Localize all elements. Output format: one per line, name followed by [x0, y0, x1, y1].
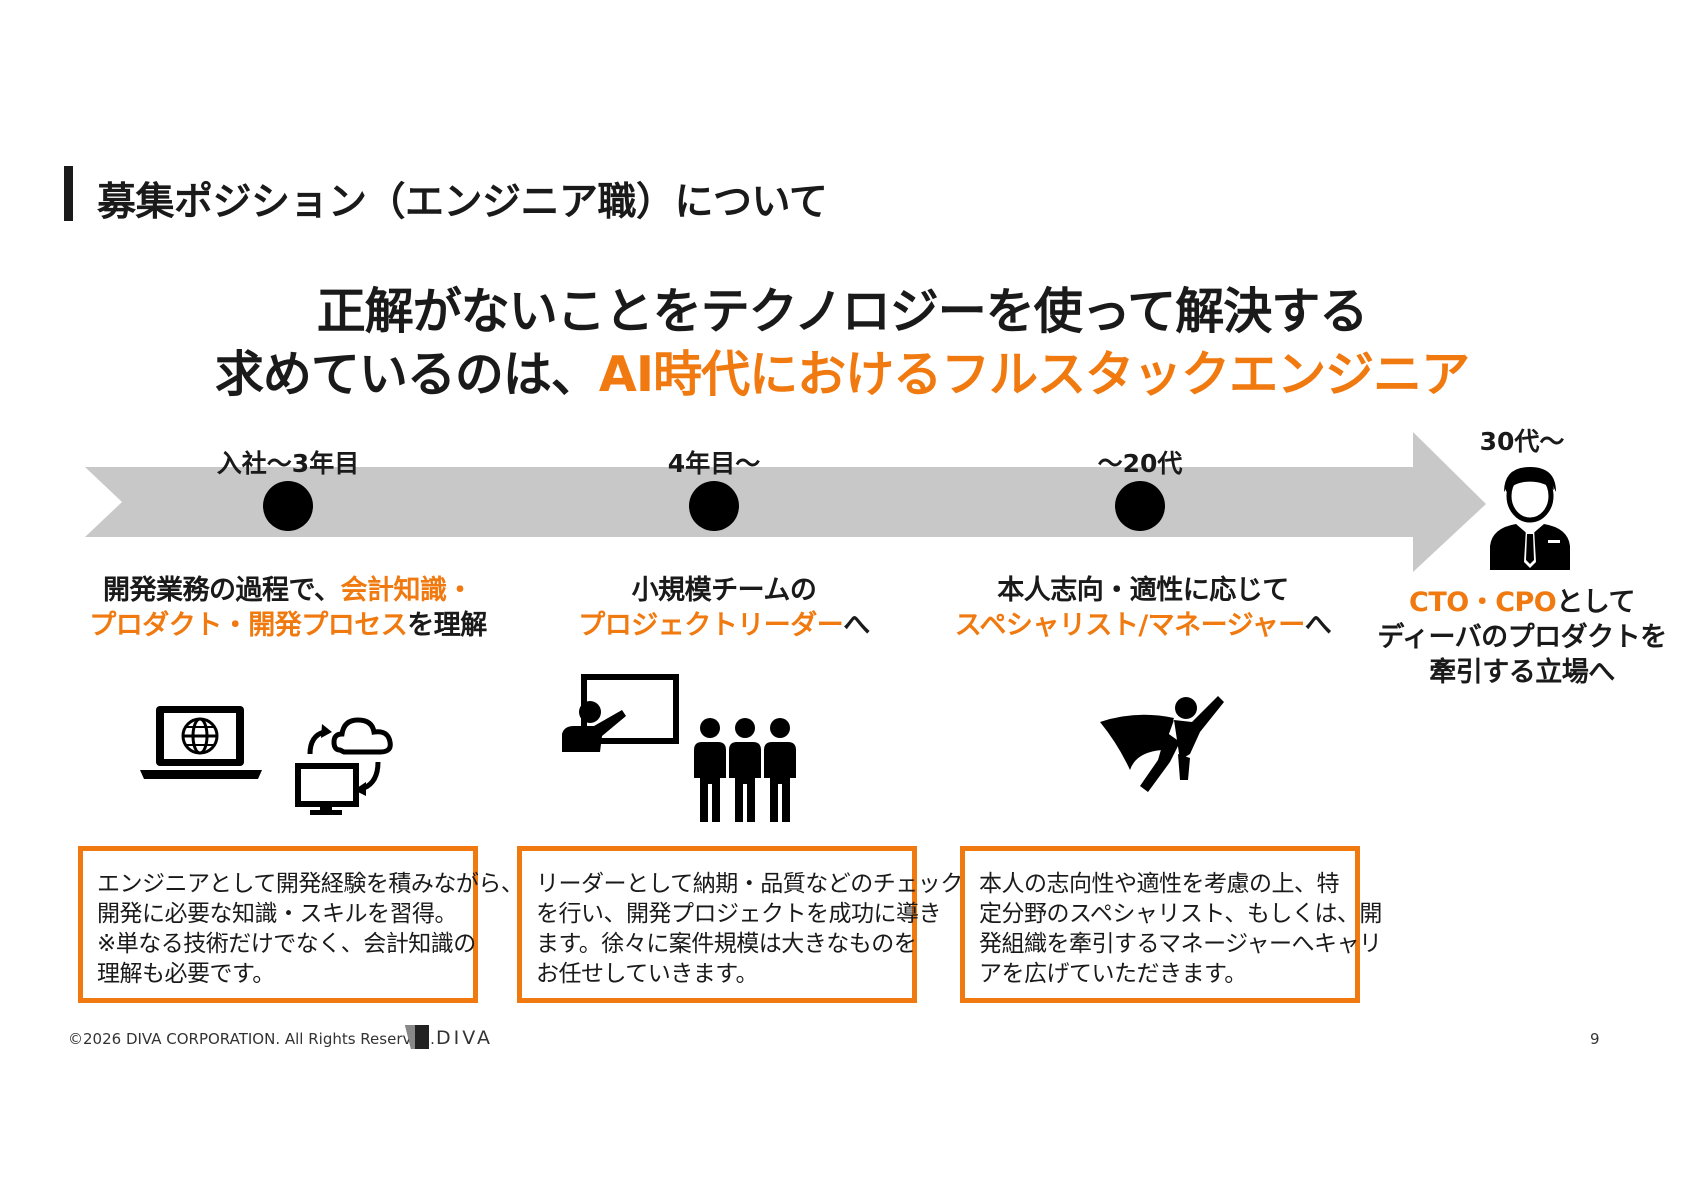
- stage-1-heading-highlight: 会計知識・: [340, 575, 473, 606]
- timeline-dot-2: [689, 481, 739, 531]
- stage-3-description-line: 定分野のスペシャリスト、もしくは、開: [979, 901, 1382, 927]
- team-icon: [694, 718, 796, 822]
- stage-3-heading-highlight: スペシャリスト/マネージャー: [954, 610, 1306, 641]
- header-accent-bar: [64, 166, 73, 221]
- headline-line-1: 正解がないことをテクノロジーを使って解決する: [316, 283, 1369, 340]
- timeline-dot-3: [1115, 481, 1165, 531]
- superhero-icon: [1100, 696, 1224, 792]
- stage-3-description-box: 本人の志向性や適性を考慮の上、特 定分野のスペシャリスト、もしくは、開 発組織を…: [960, 846, 1382, 1003]
- stage-2-label: 4年目〜: [667, 449, 761, 478]
- diva-logo-text: DIVA: [436, 1027, 494, 1049]
- stage-2-heading-plain-2: へ: [843, 610, 870, 641]
- stage-4-label: 30代〜: [1479, 427, 1565, 456]
- stage-4-heading-line-2: ディーバのプロダクトを: [1377, 622, 1667, 653]
- stage-3-description-line: アを広げていただきます。: [979, 961, 1247, 987]
- stage-3-description-line: 本人の志向性や適性を考慮の上、特: [979, 871, 1340, 897]
- stage-3-heading-plain-2: へ: [1304, 610, 1332, 641]
- stage-1-label: 入社〜3年目: [216, 449, 360, 478]
- stage-3-label: 〜20代: [1097, 449, 1183, 478]
- page-number: 9: [1590, 1030, 1600, 1048]
- headline-line-2: 求めているのは、AI時代におけるフルスタックエンジニア: [0, 335, 1684, 406]
- presenter-icon: [562, 674, 679, 752]
- stage-4-heading-plain: として: [1556, 587, 1635, 618]
- copyright-text: ©2026 DIVA CORPORATION. All Rights Reser…: [68, 1030, 435, 1048]
- stage-1-description-line: 理解も必要です。: [97, 961, 275, 987]
- stage-3-heading: 本人志向・適性に応じて スペシャリスト/マネージャーへ: [923, 573, 1363, 643]
- stage-1-heading-plain: 開発業務の過程で、: [103, 575, 341, 606]
- diva-logo-mark: [405, 1025, 429, 1049]
- cloud-sync-monitor-icon: [295, 717, 393, 815]
- timeline-arrow: [85, 432, 1486, 572]
- stage-2-description-line: リーダーとして納期・品質などのチェック: [536, 871, 963, 897]
- stage-4-heading-line-3: 牽引する立場へ: [1429, 657, 1615, 688]
- stage-1-description-line: エンジニアとして開発経験を積みながら、: [97, 871, 524, 897]
- stage-2-description-line: お任せしていきます。: [536, 961, 759, 987]
- stage-1-heading: 開発業務の過程で、会計知識・ プロダクト・開発プロセスを理解: [68, 573, 508, 643]
- stage-2-heading: 小規模チームの プロジェクトリーダーへ: [504, 573, 944, 643]
- headline-highlight: AI時代におけるフルスタックエンジニア: [598, 346, 1470, 403]
- stage-2-heading-plain: 小規模チームの: [631, 575, 817, 606]
- stage-2-description-line: ます。徐々に案件規模は大きなものを: [536, 931, 917, 957]
- stage-3-description-line: 発組織を牽引するマネージャーへキャリ: [979, 931, 1382, 957]
- stage-4-heading-highlight: CTO・CPO: [1409, 587, 1557, 618]
- stage-2-description-box: リーダーとして納期・品質などのチェック を行い、開発プロジェクトを成功に導き ま…: [517, 846, 963, 1003]
- stage-1-heading-plain-2: を理解: [407, 610, 487, 641]
- arrow-shape: [85, 432, 1486, 572]
- headline-prefix: 求めているのは、: [214, 346, 600, 403]
- stage-1-description-line: ※単なる技術だけでなく、会計知識の: [97, 931, 476, 957]
- timeline-dot-1: [263, 481, 313, 531]
- page-title: 募集ポジション（エンジニア職）について: [97, 180, 828, 225]
- stage-1-description-box: エンジニアとして開発経験を積みながら、 開発に必要な知識・スキルを習得。 ※単な…: [78, 846, 524, 1003]
- stage-2-heading-highlight: プロジェクトリーダー: [578, 610, 844, 641]
- stage-4-heading: CTO・CPOとして ディーバのプロダクトを 牽引する立場へ: [1362, 585, 1682, 690]
- stage-3-heading-plain: 本人志向・適性に応じて: [997, 575, 1289, 606]
- stage-2-description-line: を行い、開発プロジェクトを成功に導き: [536, 901, 942, 927]
- stage-1-heading-highlight-2: プロダクト・開発プロセス: [89, 610, 408, 641]
- executive-icon: [1490, 467, 1570, 570]
- laptop-globe-icon: [140, 706, 262, 779]
- stage-1-description-line: 開発に必要な知識・スキルを習得。: [97, 901, 458, 927]
